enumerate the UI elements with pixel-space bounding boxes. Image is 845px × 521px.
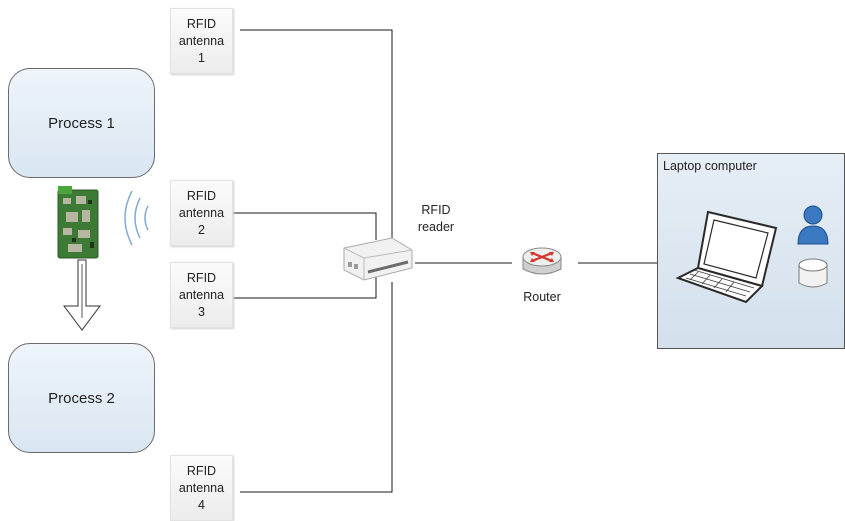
process-2-box: Process 2	[8, 343, 155, 453]
antenna-3-line1: RFID	[187, 270, 216, 287]
user-icon	[796, 204, 830, 246]
process-1-label: Process 1	[48, 115, 115, 132]
antenna-2-line3: 2	[198, 222, 205, 239]
antenna-3-line3: 3	[198, 304, 205, 321]
laptop-icon	[676, 208, 786, 306]
process-2-label: Process 2	[48, 390, 115, 407]
laptop-computer-title: Laptop computer	[663, 159, 757, 173]
arrow-down-icon	[60, 258, 104, 334]
wire-antenna-4	[240, 282, 392, 492]
rfid-antenna-2: RFID antenna 2	[170, 180, 233, 246]
antenna-1-line2: antenna	[179, 33, 224, 50]
rfid-reader-icon	[338, 236, 416, 284]
rfid-reader-label-line2: reader	[400, 219, 472, 236]
rfid-reader-label: RFID reader	[400, 202, 472, 236]
antenna-2-line2: antenna	[179, 205, 224, 222]
antenna-3-line2: antenna	[179, 287, 224, 304]
router-icon	[520, 245, 564, 283]
database-icon	[796, 257, 830, 291]
antenna-4-line3: 4	[198, 497, 205, 514]
antenna-2-line1: RFID	[187, 188, 216, 205]
wireless-signal-icon	[120, 188, 160, 248]
process-1-box: Process 1	[8, 68, 155, 178]
rfid-reader-label-line1: RFID	[400, 202, 472, 219]
rfid-antenna-3: RFID antenna 3	[170, 262, 233, 328]
antenna-1-line3: 1	[198, 50, 205, 67]
antenna-4-line2: antenna	[179, 480, 224, 497]
router-label: Router	[512, 289, 572, 306]
wire-antenna-1	[240, 30, 392, 242]
rfid-tag-board-icon	[54, 182, 104, 262]
rfid-antenna-1: RFID antenna 1	[170, 8, 233, 74]
antenna-1-line1: RFID	[187, 16, 216, 33]
rfid-antenna-4: RFID antenna 4	[170, 455, 233, 521]
antenna-4-line1: RFID	[187, 463, 216, 480]
